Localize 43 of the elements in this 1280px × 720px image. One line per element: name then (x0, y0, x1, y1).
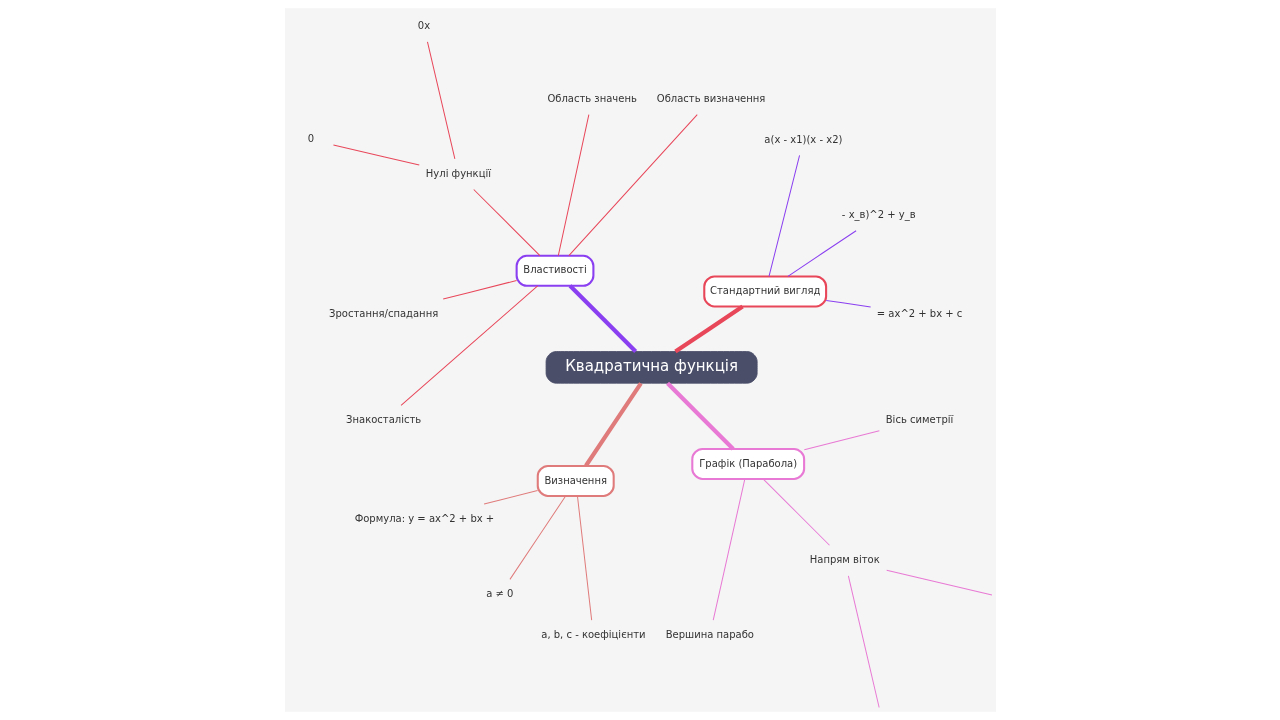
connector (665, 381, 735, 451)
node-box: Стандартний вигляд (702, 275, 827, 308)
node-box: Властивості (515, 254, 594, 287)
node-text: Напрям віток (809, 554, 880, 566)
connector (847, 575, 880, 708)
connector (508, 495, 566, 580)
connector (885, 569, 992, 596)
node-text: Формула: y = ax^2 + bx + (354, 512, 494, 524)
node-text: Вершина парабо (665, 628, 754, 640)
node-text: Зростання/спадання (328, 307, 438, 319)
node-text: Знакосталість (345, 414, 421, 426)
connector (557, 114, 589, 257)
connector (567, 114, 698, 257)
connector (426, 41, 455, 160)
connector (472, 189, 540, 257)
connector (483, 490, 538, 505)
connector (583, 382, 643, 467)
connector (825, 299, 871, 308)
node-text: Нулі функції (425, 167, 491, 179)
connector (576, 495, 592, 621)
node-text: a, b, c - коефіцієнти (540, 628, 646, 640)
node-text: 0x (417, 20, 430, 32)
connector (768, 154, 800, 277)
node-text: = ax^2 + bx + c (876, 307, 962, 319)
connector (332, 144, 420, 166)
connector (442, 280, 517, 300)
node-box: Визначення (536, 464, 615, 497)
connector (712, 478, 745, 621)
node-box: Квадратична функція (545, 351, 758, 384)
node-text: Область визначення (656, 92, 765, 104)
connector (673, 304, 744, 354)
connector (568, 284, 637, 353)
node-text: a ≠ 0 (485, 588, 513, 600)
node-text: - x_в)^2 + y_в (841, 209, 916, 221)
node-text: Область значень (546, 92, 637, 104)
node-text: 0 (307, 133, 314, 145)
connector (400, 285, 538, 406)
connector (803, 430, 880, 451)
connector (762, 478, 830, 546)
node-text: a(x - x1)(x - x2) (763, 133, 842, 145)
node-box: Графік (Парабола) (690, 447, 805, 480)
node-text: Вісь симетрії (885, 414, 953, 426)
connector (786, 230, 857, 277)
